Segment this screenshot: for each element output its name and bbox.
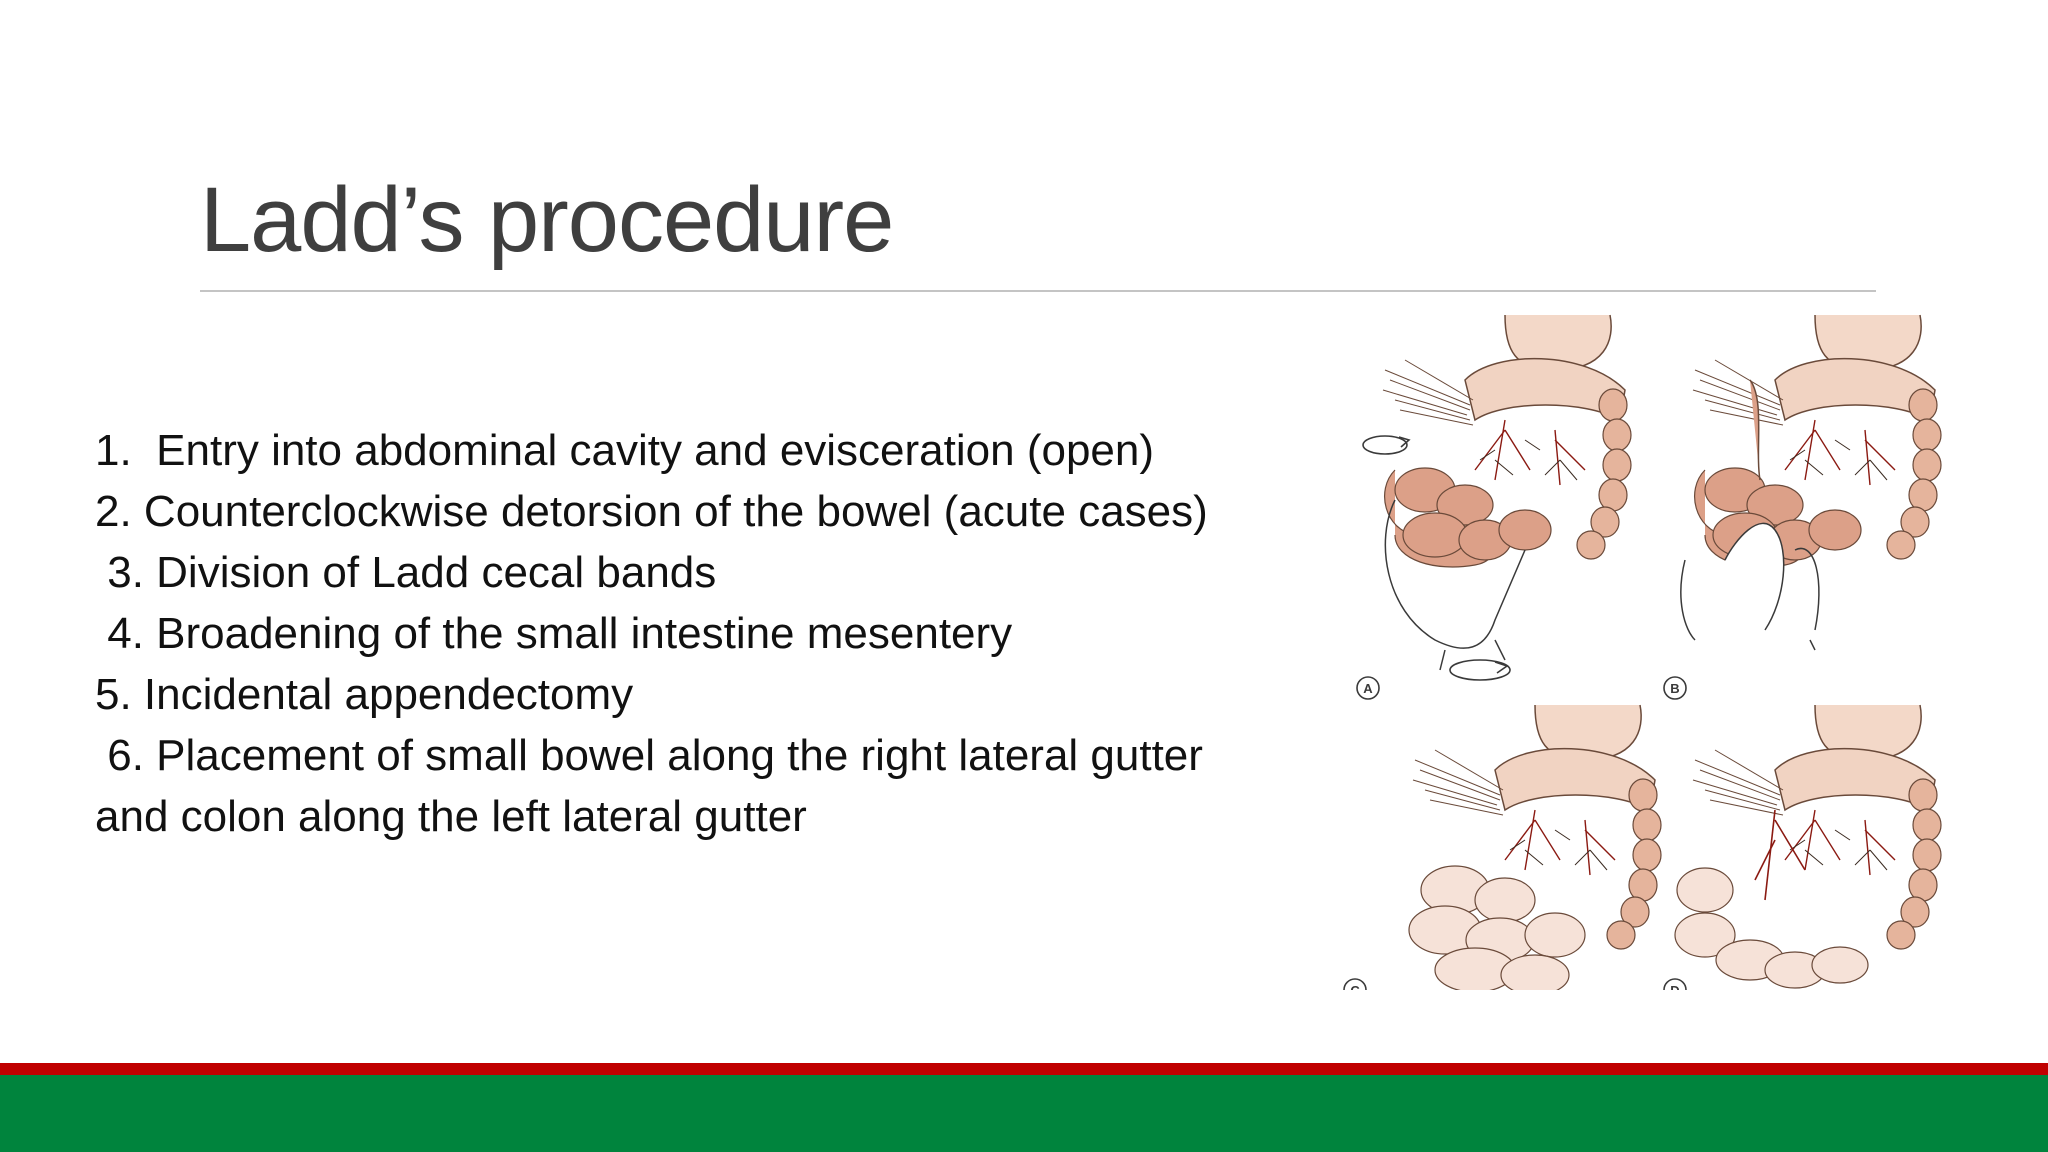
procedure-steps-list: 1. Entry into abdominal cavity and evisc… bbox=[95, 420, 1325, 847]
step-6: 6. Placement of small bowel along the ri… bbox=[95, 731, 1203, 780]
footer-green-band bbox=[0, 1075, 2048, 1152]
step-1: 1. Entry into abdominal cavity and evisc… bbox=[95, 426, 1155, 475]
step-3: 3. Division of Ladd cecal bands bbox=[95, 548, 717, 597]
footer-red-stripe bbox=[0, 1063, 2048, 1075]
step-2: 2. Counterclockwise detorsion of the bow… bbox=[95, 487, 1208, 536]
panel-b: B bbox=[1663, 314, 1942, 700]
title-divider bbox=[200, 290, 1876, 292]
step-4: 4. Broadening of the small intestine mes… bbox=[95, 609, 1013, 658]
panel-b-label: B bbox=[1670, 681, 1679, 696]
step-5: 5. Incidental appendectomy bbox=[95, 670, 634, 719]
step-6-continued: and colon along the left lateral gutter bbox=[95, 792, 807, 841]
panel-d-label: D bbox=[1670, 983, 1679, 990]
ladd-procedure-illustration: A B C bbox=[1343, 314, 1942, 990]
panel-a-label: A bbox=[1363, 681, 1373, 696]
slide-title: Ladd’s procedure bbox=[200, 169, 894, 271]
panel-c: C bbox=[1343, 704, 1662, 990]
panel-a: A bbox=[1356, 314, 1632, 700]
panel-d: D bbox=[1663, 704, 1942, 990]
panel-c-label: C bbox=[1350, 983, 1360, 990]
